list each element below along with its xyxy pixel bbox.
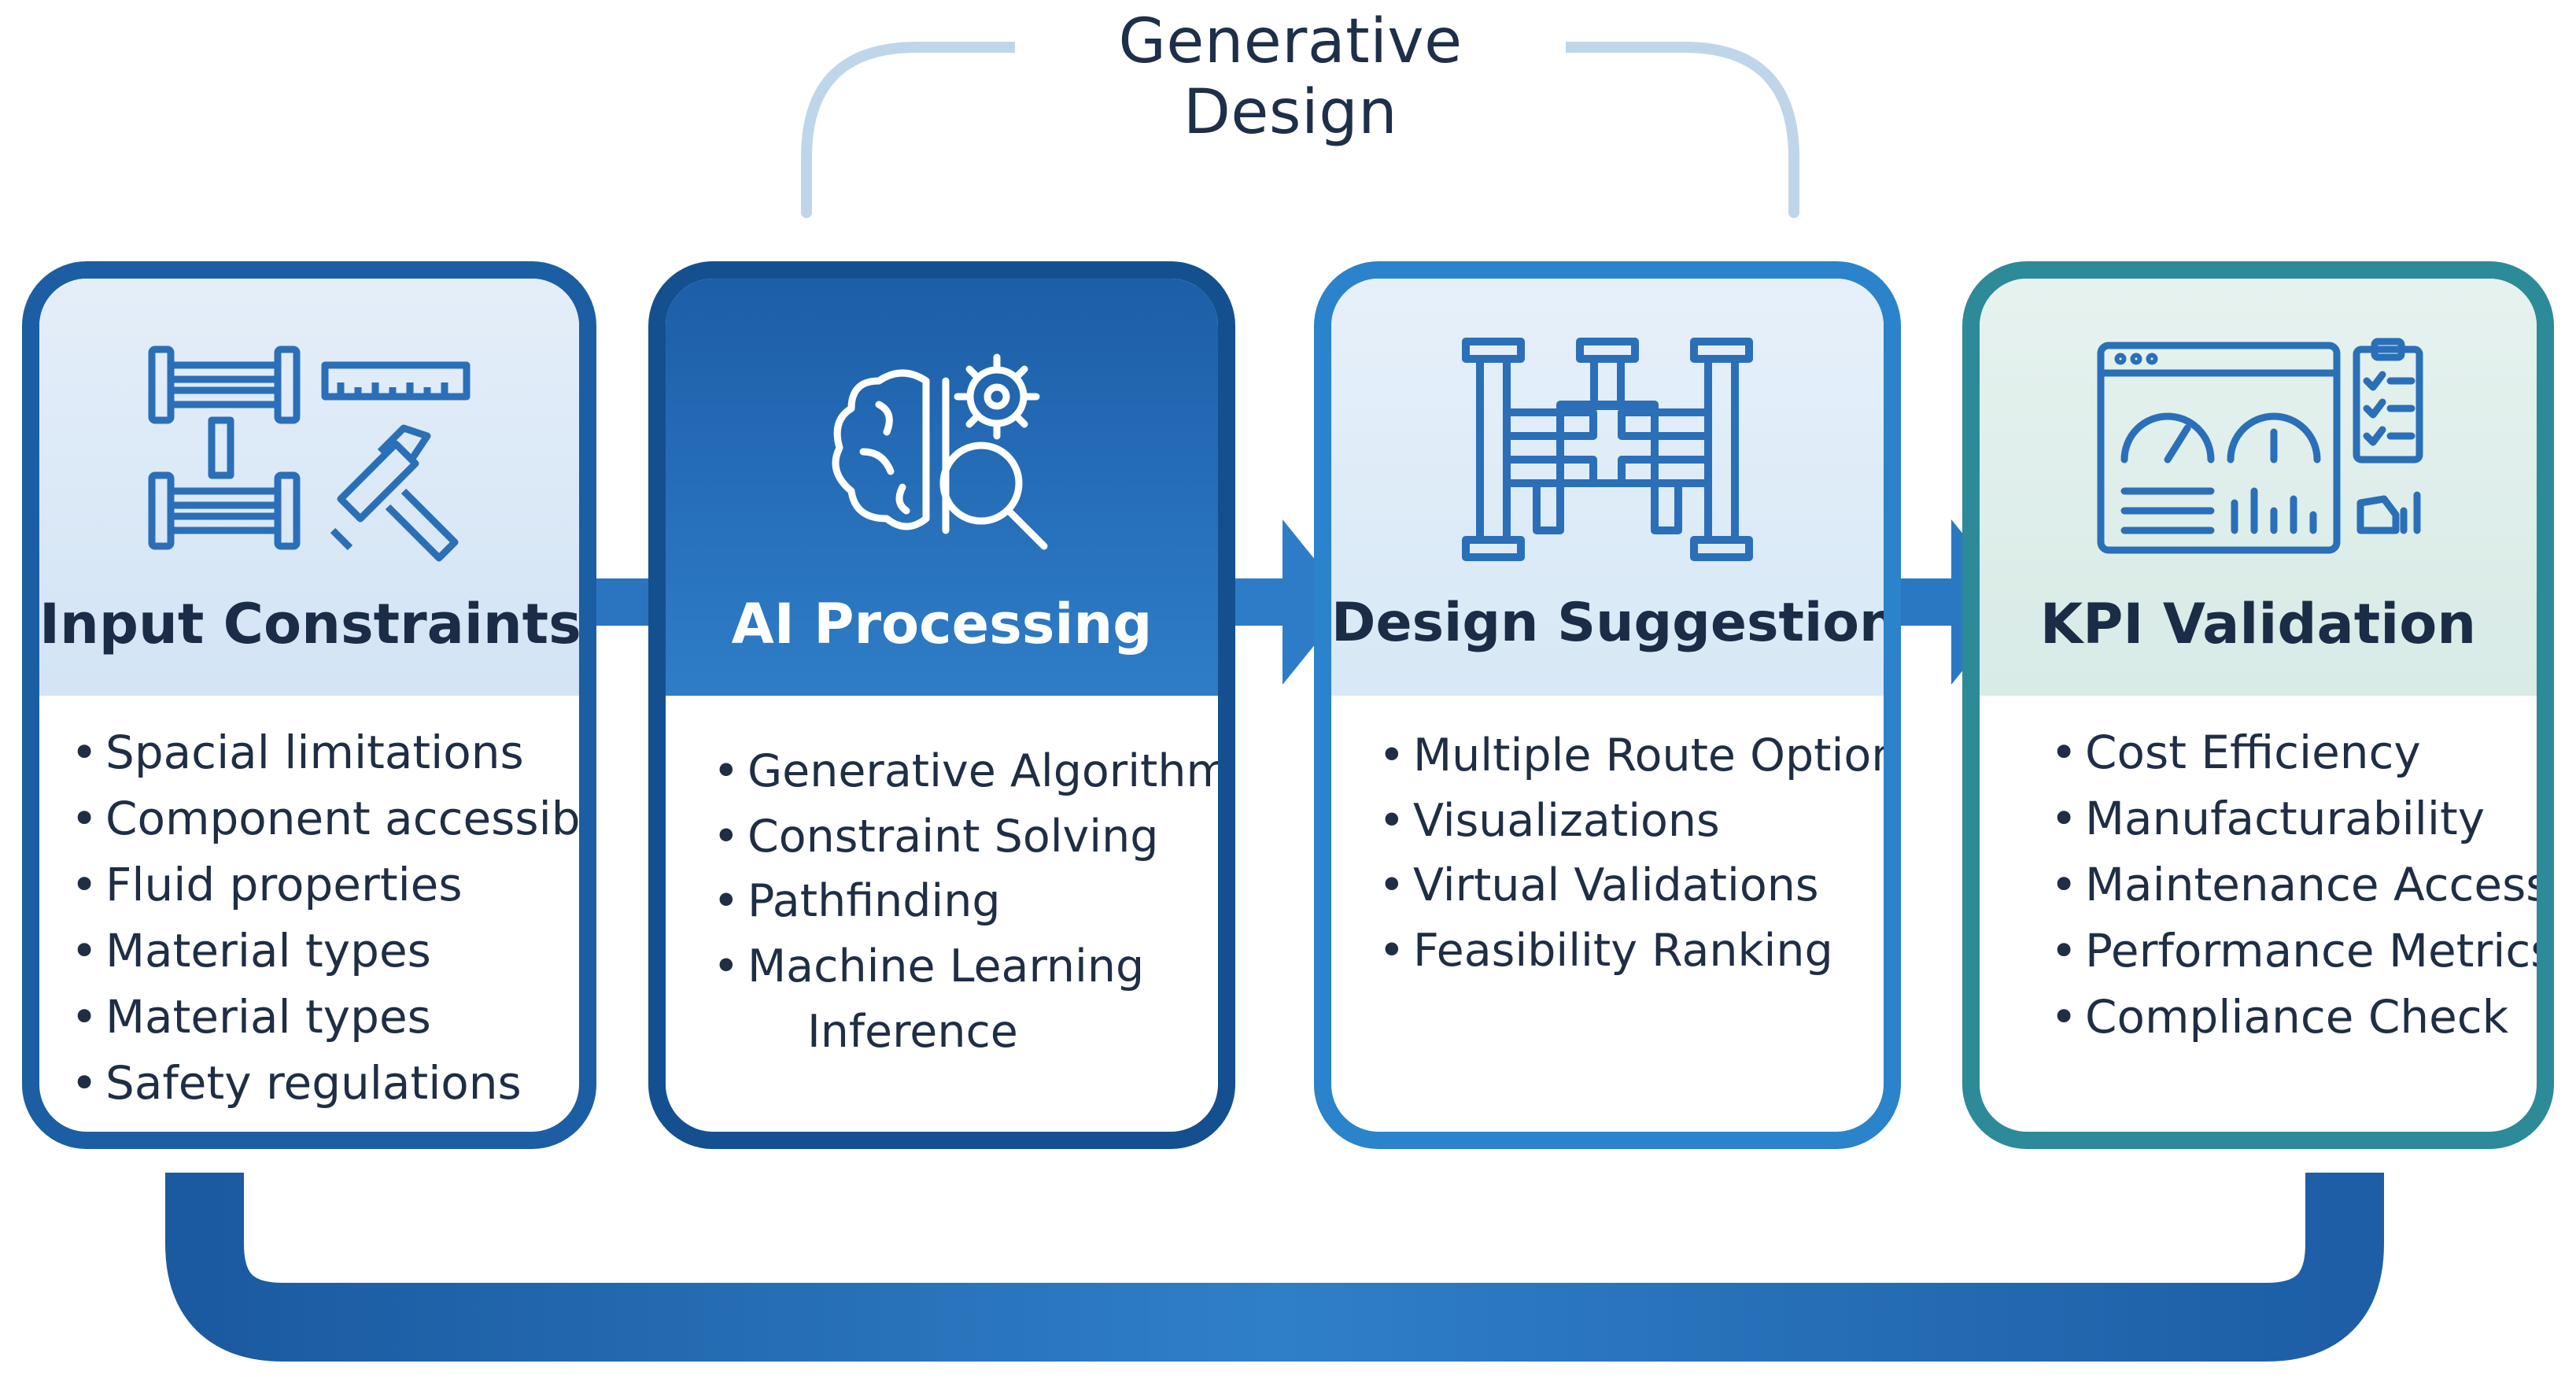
arrow-right-icon xyxy=(1220,519,1349,685)
list-item: Performance Metrics xyxy=(2050,918,2537,984)
diagram-title: Generative Design xyxy=(1015,6,1566,148)
dashboard-checklist-icon xyxy=(2097,338,2423,554)
list-item-continuation: Inference xyxy=(807,1005,1018,1058)
list-item: Virtual Validations xyxy=(1378,853,1884,918)
brain-gear-search-icon xyxy=(832,353,1048,550)
card-item-list: Spacial limitations Component accessibil… xyxy=(71,719,579,1117)
list-item: Feasibility Ranking xyxy=(1378,918,1884,984)
card-ai-processing: AI Processing Generative Algorithms Cons… xyxy=(648,261,1235,1149)
frame-ruler-tools-icon xyxy=(148,345,471,562)
list-item: Compliance Check xyxy=(2050,984,2537,1050)
list-item: Material types xyxy=(71,918,579,984)
card-item-list: Generative Algorithms Constraint Solving… xyxy=(713,739,1218,1064)
card-design-suggestions: Design Suggestions Multiple Route Option… xyxy=(1314,261,1901,1149)
list-item: Visualizations xyxy=(1378,789,1884,854)
card-kpi-validation: KPI Validation Cost Efficiency Manufactu… xyxy=(1962,261,2554,1149)
list-item: Maintenance Access xyxy=(2050,852,2537,918)
list-item: Generative Algorithms xyxy=(713,739,1218,804)
card-title: AI Processing xyxy=(731,592,1153,656)
list-item: Cost Efficiency xyxy=(2050,719,2537,785)
pipe-route-icon xyxy=(1462,338,1753,561)
list-item: Fluid properties xyxy=(71,852,579,918)
list-item: Spacial limitations xyxy=(71,719,579,785)
card-header: AI Processing xyxy=(666,279,1218,696)
card-item-list: Cost Efficiency Manufacturability Mainte… xyxy=(2050,719,2537,1051)
list-item: Component accessibility xyxy=(71,785,579,852)
list-item: Safety regulations xyxy=(71,1050,579,1116)
card-input-constraints: Input Constraints Spacial limitations Co… xyxy=(22,261,596,1149)
card-header: Design Suggestions xyxy=(1331,279,1884,696)
list-item: Pathfinding xyxy=(713,869,1218,934)
list-item: Constraint Solving xyxy=(713,804,1218,870)
card-header: Input Constraints xyxy=(39,279,579,696)
card-title: KPI Validation xyxy=(2039,592,2477,656)
list-item: Manufacturability xyxy=(2050,785,2537,852)
list-item: Machine Learning xyxy=(713,934,1218,999)
arrow-right-icon xyxy=(1888,519,2018,685)
card-header: KPI Validation xyxy=(1980,279,2537,696)
card-title: Design Suggestions xyxy=(1331,592,1901,654)
list-item: Material types xyxy=(71,984,579,1050)
card-title: Input Constraints xyxy=(39,592,581,656)
list-item: Multiple Route Options xyxy=(1378,723,1884,789)
card-item-list: Multiple Route Options Visualizations Vi… xyxy=(1378,723,1884,984)
